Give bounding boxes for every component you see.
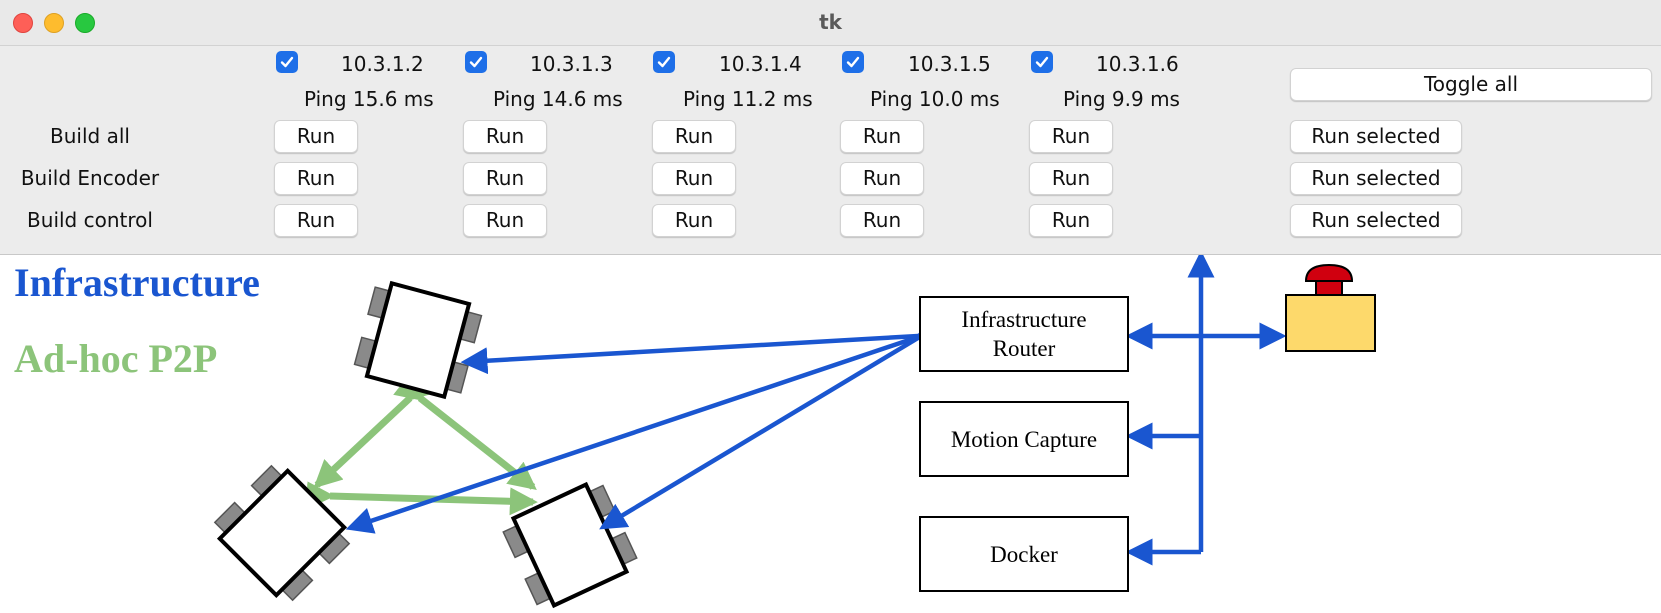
run-button[interactable]: Run bbox=[840, 162, 924, 195]
checkmark-icon bbox=[1035, 56, 1049, 68]
host-ping: Ping 9.9 ms bbox=[1063, 87, 1180, 111]
checkmark-icon bbox=[469, 56, 483, 68]
row-label-build-encoder: Build Encoder bbox=[20, 166, 160, 190]
motion-capture-label: Motion Capture bbox=[950, 426, 1098, 452]
run-selected-button[interactable]: Run selected bbox=[1290, 120, 1462, 153]
run-selected-button[interactable]: Run selected bbox=[1290, 204, 1462, 237]
host-ping: Ping 15.6 ms bbox=[304, 87, 434, 111]
run-selected-button[interactable]: Run selected bbox=[1290, 162, 1462, 195]
run-button[interactable]: Run bbox=[274, 120, 358, 153]
host-ping: Ping 11.2 ms bbox=[683, 87, 813, 111]
run-button[interactable]: Run bbox=[840, 204, 924, 237]
host-ip: 10.3.1.4 bbox=[719, 52, 802, 76]
backbone bbox=[1125, 255, 1287, 566]
run-button[interactable]: Run bbox=[463, 120, 547, 153]
control-panel: 10.3.1.2 Ping 15.6 ms 10.3.1.3 Ping 14.6… bbox=[0, 46, 1661, 255]
run-button[interactable]: Run bbox=[274, 204, 358, 237]
run-button[interactable]: Run bbox=[1029, 120, 1113, 153]
checkmark-icon bbox=[657, 56, 671, 68]
diagram-canvas bbox=[213, 255, 1376, 609]
infrastructure-links bbox=[345, 314, 945, 534]
run-button[interactable]: Run bbox=[840, 120, 924, 153]
host-checkbox-2[interactable] bbox=[465, 51, 487, 73]
run-button[interactable]: Run bbox=[652, 120, 736, 153]
run-button[interactable]: Run bbox=[652, 204, 736, 237]
motion-capture-box: Motion Capture bbox=[919, 401, 1129, 477]
robot-top bbox=[353, 280, 483, 400]
host-ip: 10.3.1.2 bbox=[341, 52, 424, 76]
legend-adhoc-p2p: Ad-hoc P2P bbox=[14, 336, 218, 381]
host-checkbox-3[interactable] bbox=[653, 51, 675, 73]
router-label-line1: Infrastructure bbox=[961, 307, 1087, 332]
close-window-button[interactable] bbox=[13, 13, 33, 33]
checkmark-icon bbox=[280, 56, 294, 68]
run-button[interactable]: Run bbox=[1029, 162, 1113, 195]
router-label-line2: Router bbox=[992, 336, 1056, 361]
host-checkbox-1[interactable] bbox=[276, 51, 298, 73]
run-button[interactable]: Run bbox=[463, 204, 547, 237]
row-label-build-control: Build control bbox=[27, 208, 153, 232]
window-title: tk bbox=[819, 10, 842, 34]
maximize-window-button[interactable] bbox=[75, 13, 95, 33]
robot-left bbox=[213, 464, 351, 602]
host-ip: 10.3.1.3 bbox=[530, 52, 613, 76]
toggle-all-button[interactable]: Toggle all bbox=[1290, 68, 1652, 101]
adhoc-links bbox=[306, 371, 538, 516]
network-diagram: Infrastructure Ad-hoc P2P bbox=[0, 255, 1661, 613]
legend-infrastructure: Infrastructure bbox=[14, 260, 260, 305]
emergency-stop-icon bbox=[1285, 263, 1376, 352]
checkmark-icon bbox=[846, 56, 860, 68]
host-checkbox-4[interactable] bbox=[842, 51, 864, 73]
run-button[interactable]: Run bbox=[274, 162, 358, 195]
run-button[interactable]: Run bbox=[652, 162, 736, 195]
host-ip: 10.3.1.5 bbox=[908, 52, 991, 76]
row-label-build-all: Build all bbox=[50, 124, 130, 148]
host-ping: Ping 14.6 ms bbox=[493, 87, 623, 111]
run-button[interactable]: Run bbox=[1029, 204, 1113, 237]
docker-box: Docker bbox=[919, 516, 1129, 592]
host-ping: Ping 10.0 ms bbox=[870, 87, 1000, 111]
host-ip: 10.3.1.6 bbox=[1096, 52, 1179, 76]
title-bar: tk bbox=[0, 0, 1661, 46]
docker-label: Docker bbox=[990, 541, 1058, 567]
host-checkbox-5[interactable] bbox=[1031, 51, 1053, 73]
minimize-window-button[interactable] bbox=[44, 13, 64, 33]
run-button[interactable]: Run bbox=[463, 162, 547, 195]
